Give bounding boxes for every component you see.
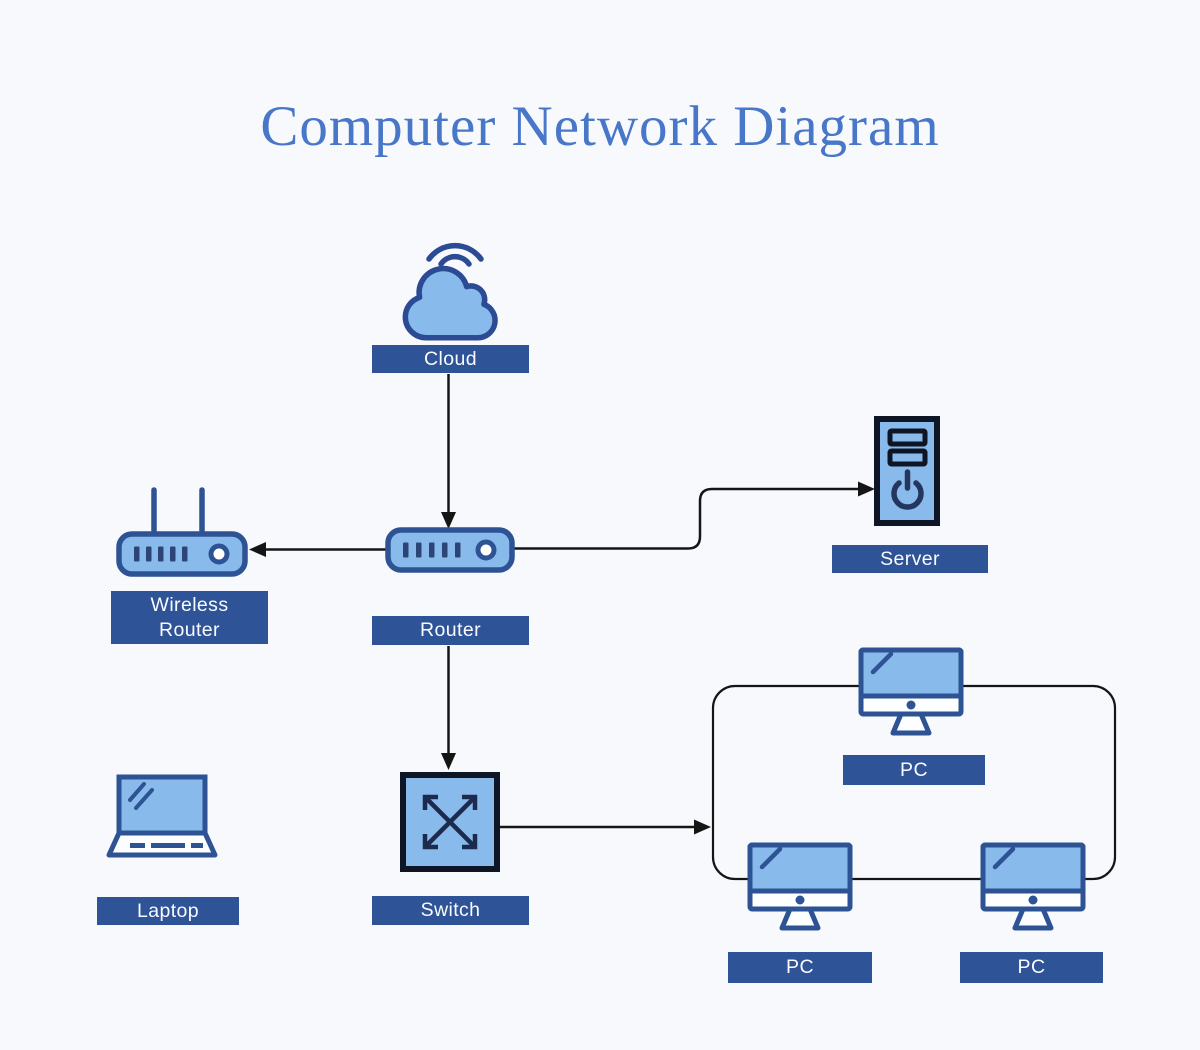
server-icon [874, 416, 940, 526]
server-label: Server [832, 545, 988, 573]
pc-bottom-left-label: PC [728, 952, 872, 983]
router-to-server-arrow [512, 481, 875, 550]
wireless-router-label: Wireless Router [111, 591, 268, 644]
switch-label: Switch [372, 896, 529, 925]
cloud-label: Cloud [372, 345, 529, 373]
cloud-to-router-arrow [441, 374, 456, 529]
pc-top-label: PC [843, 755, 985, 785]
router-to-switch-arrow [441, 646, 456, 770]
wireless-router-icon [116, 487, 248, 577]
router-to-wireless-router-arrow [249, 542, 388, 557]
router-label: Router [372, 616, 529, 645]
laptop-label: Laptop [97, 897, 239, 925]
desktop-pc-icon [747, 842, 853, 931]
laptop-icon [106, 774, 218, 858]
pc-bottom-right-label: PC [960, 952, 1103, 983]
desktop-pc-icon [858, 647, 964, 736]
switch-to-pc-ring-arrow [499, 819, 711, 835]
desktop-pc-icon [980, 842, 1086, 931]
switch-icon [400, 772, 500, 872]
router-icon [385, 527, 515, 573]
cloud-icon [402, 242, 498, 341]
diagram-title: Computer Network Diagram [260, 95, 940, 158]
